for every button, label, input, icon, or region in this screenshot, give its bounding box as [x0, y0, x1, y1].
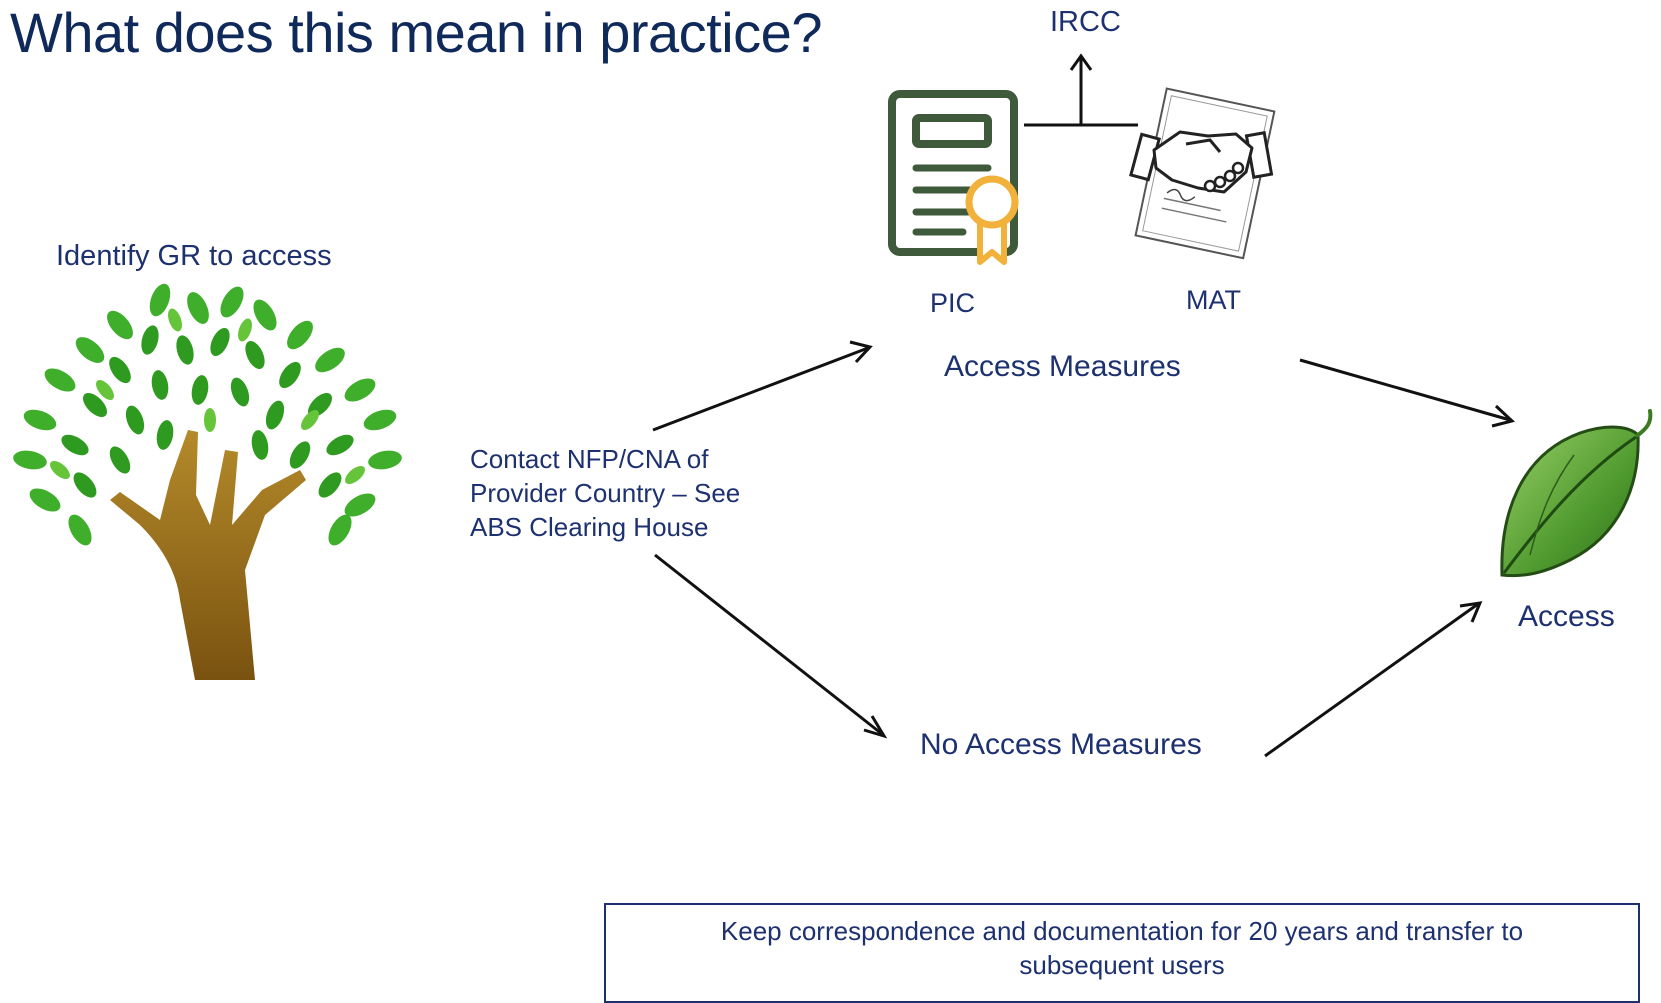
tree-icon	[13, 283, 402, 680]
arrow-no-access-to-access	[1264, 602, 1479, 758]
arrow-to-no-access-measures	[654, 553, 883, 736]
no-access-measures-label: No Access Measures	[920, 728, 1202, 761]
arrow-to-access-measures	[652, 346, 869, 432]
certificate-icon	[888, 90, 1019, 265]
arrow-access-measures-to-access	[1299, 358, 1511, 422]
source-label: Identify GR to access	[56, 240, 332, 272]
leaf-icon	[1500, 409, 1653, 578]
documentation-note-box: Keep correspondence and documentation fo…	[604, 903, 1640, 1003]
page-title: What does this mean in practice?	[10, 1, 822, 64]
mat-label: MAT	[1186, 285, 1241, 315]
documentation-note-text: Keep correspondence and documentation fo…	[720, 916, 1524, 980]
access-label: Access	[1518, 600, 1615, 633]
ircc-connector	[1024, 53, 1138, 127]
handshake-contract-icon	[1129, 87, 1276, 260]
access-measures-label: Access Measures	[944, 350, 1181, 383]
contact-instructions: Contact NFP/CNA of Provider Country – Se…	[470, 444, 741, 542]
pic-label: PIC	[930, 288, 976, 318]
ircc-label: IRCC	[1050, 6, 1121, 38]
